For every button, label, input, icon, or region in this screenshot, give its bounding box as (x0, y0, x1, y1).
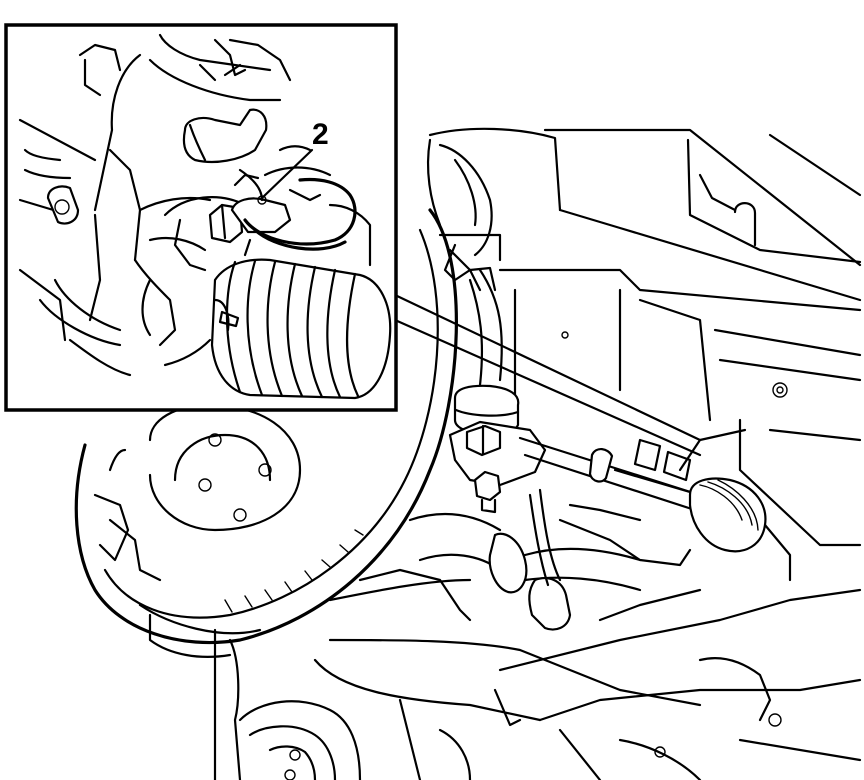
stabilizer-link (468, 268, 503, 387)
steering-gear-housing (18, 33, 292, 377)
main-scene (74, 127, 862, 780)
pressure-line-fitting (208, 145, 372, 267)
chassis-frame (428, 127, 862, 547)
rack-boot (210, 238, 392, 400)
callout-2: 2 (260, 118, 329, 200)
callout-leader-line (260, 148, 314, 200)
lower-control-arm (313, 568, 862, 727)
callout-label: 2 (312, 118, 329, 151)
detail-inset: 2 (4, 23, 398, 412)
leader-lines (393, 293, 702, 457)
tie-rod-end (448, 384, 547, 514)
strut-assembly (426, 138, 502, 292)
drive-shaft (408, 488, 692, 631)
lower-engine (213, 628, 862, 780)
inner-boot (688, 477, 792, 582)
brake-rotor (74, 208, 458, 658)
